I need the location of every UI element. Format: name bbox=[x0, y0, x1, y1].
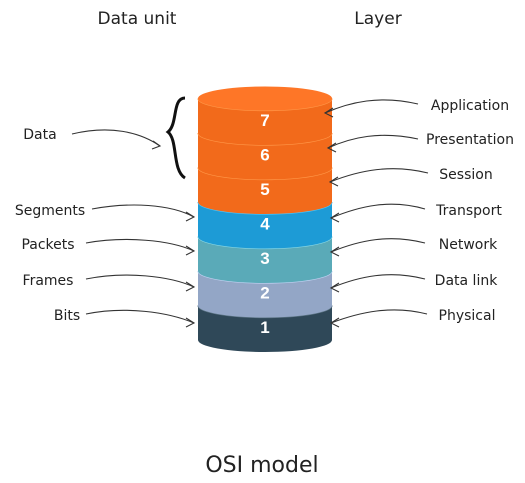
layer-number-5: 5 bbox=[260, 180, 269, 199]
layer-stack: 1 2 3 4 5 6 7 bbox=[197, 86, 333, 352]
arrow-network bbox=[330, 238, 426, 253]
data-unit-bits: Bits bbox=[54, 308, 80, 324]
layer-band-6 bbox=[198, 133, 332, 180]
layer-band-4 bbox=[198, 202, 332, 249]
arrow-data-link bbox=[330, 274, 426, 289]
layer-label-application: Application bbox=[431, 98, 509, 114]
layer-number-6: 6 bbox=[260, 146, 269, 165]
diagram-title: OSI model bbox=[205, 453, 318, 478]
arrow-transport bbox=[330, 203, 426, 219]
data-unit-heading: Data unit bbox=[98, 9, 177, 29]
layer-heading: Layer bbox=[354, 9, 401, 29]
layer-band-5 bbox=[198, 167, 332, 214]
layer-label-data-link: Data link bbox=[435, 273, 499, 289]
data-unit-data: Data bbox=[23, 127, 56, 143]
layer-number-2: 2 bbox=[260, 284, 269, 303]
arrow-physical bbox=[330, 309, 428, 324]
arrow-segments bbox=[91, 204, 195, 218]
layer-label-physical: Physical bbox=[439, 308, 496, 324]
stack-top-cap bbox=[198, 86, 332, 111]
right-arrows bbox=[323, 99, 429, 328]
arrow-application bbox=[324, 99, 419, 114]
data-unit-segments: Segments bbox=[15, 203, 85, 219]
layer-number-1: 1 bbox=[260, 318, 269, 337]
layer-label-network: Network bbox=[439, 237, 498, 253]
arrow-packets bbox=[85, 238, 195, 252]
arrow-session bbox=[329, 168, 429, 183]
layer-band-3 bbox=[198, 236, 332, 283]
layer-label-presentation: Presentation bbox=[426, 132, 514, 148]
layer-number-7: 7 bbox=[260, 111, 269, 130]
arrow-presentation bbox=[327, 134, 419, 149]
data-unit-frames: Frames bbox=[23, 273, 74, 289]
layer-band-1 bbox=[198, 305, 332, 352]
layer-label-session: Session bbox=[439, 167, 492, 183]
layer-number-3: 3 bbox=[260, 249, 269, 268]
arrow-data bbox=[71, 129, 161, 147]
left-arrows bbox=[71, 129, 196, 328]
data-bracket bbox=[165, 96, 187, 180]
layer-band-7 bbox=[198, 98, 332, 145]
layer-band-2 bbox=[198, 271, 332, 318]
layer-label-transport: Transport bbox=[435, 203, 502, 219]
data-unit-packets: Packets bbox=[21, 237, 74, 253]
arrow-frames bbox=[85, 274, 195, 288]
layer-number-4: 4 bbox=[260, 215, 270, 234]
arrow-bits bbox=[85, 309, 195, 324]
